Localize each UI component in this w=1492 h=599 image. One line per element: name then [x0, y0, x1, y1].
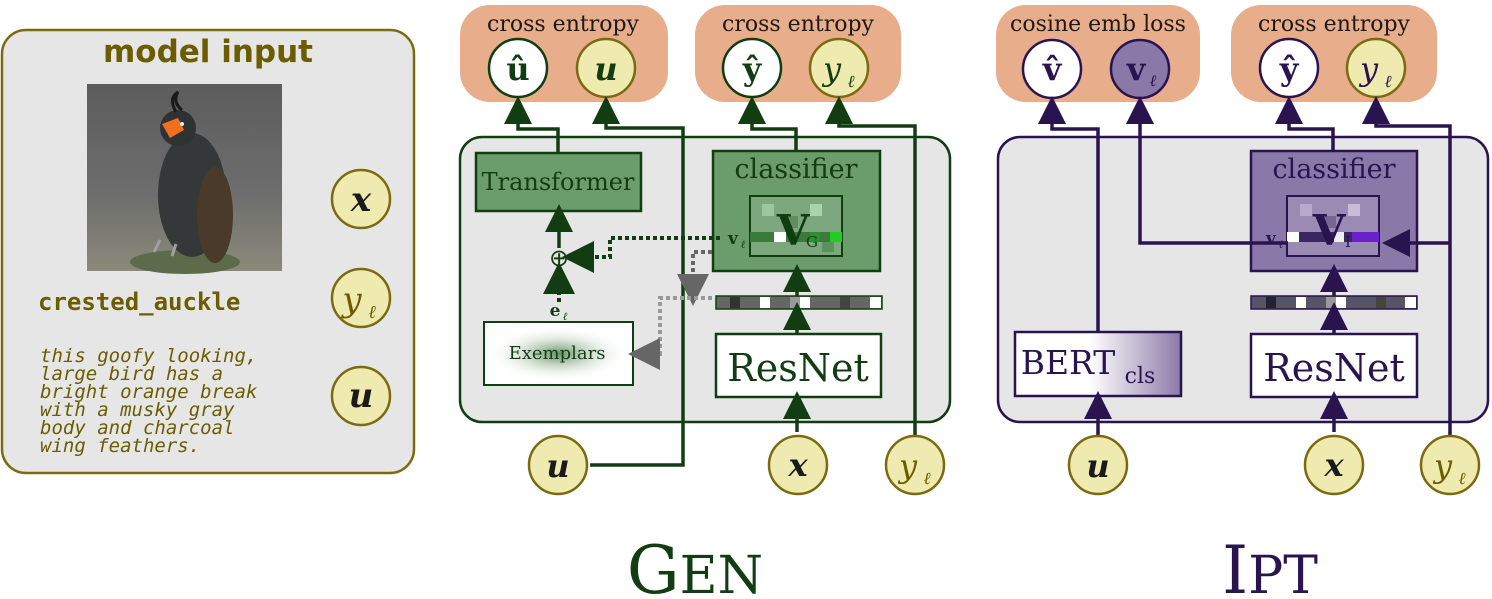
- input-symbol-x: x: [330, 168, 392, 230]
- svg-text:BERT: BERT: [1021, 343, 1116, 382]
- svg-text:ResNet: ResNet: [727, 346, 869, 390]
- svg-text:cross entropy: cross entropy: [722, 12, 875, 37]
- svg-text:classifier: classifier: [734, 154, 857, 185]
- svg-text:u: u: [349, 376, 374, 416]
- ipt-v-hat: v̂: [1042, 50, 1063, 88]
- gen-weight-matrix: V G v ℓ: [727, 195, 843, 257]
- svg-text:Transformer: Transformer: [482, 168, 635, 196]
- svg-text:cross entropy: cross entropy: [1258, 12, 1411, 37]
- svg-text:u: u: [546, 447, 569, 485]
- ipt-weight-matrix: V I v ℓ: [1265, 195, 1380, 257]
- svg-text:cls: cls: [1125, 364, 1156, 389]
- ipt-y-hat: ŷ: [1279, 50, 1300, 88]
- ipt-input-x: x: [1303, 434, 1365, 496]
- svg-text:u: u: [1086, 447, 1109, 485]
- description-line: wing feathers.: [40, 435, 200, 457]
- svg-text:ℓ: ℓ: [1150, 71, 1157, 90]
- svg-text:ℓ: ℓ: [1458, 469, 1465, 489]
- gen-u: u: [594, 50, 617, 88]
- gen-u-hat: û: [506, 50, 529, 88]
- ipt-y: y: [1358, 50, 1379, 88]
- svg-text:ResNet: ResNet: [1263, 346, 1405, 390]
- gen-arrows: [504, 96, 917, 467]
- gen-plus-icon: ⊕: [549, 244, 569, 272]
- ipt-v: v: [1126, 50, 1147, 88]
- gen-y-hat: ŷ: [742, 50, 763, 88]
- gen-title: GEN: [627, 532, 763, 599]
- svg-text:I: I: [1345, 233, 1351, 251]
- svg-text:y: y: [340, 280, 362, 320]
- svg-text:cross entropy: cross entropy: [487, 12, 640, 37]
- svg-text:ℓ: ℓ: [741, 238, 746, 251]
- gen-e-l: e: [550, 301, 561, 321]
- crested-auklet-photo-icon: [87, 84, 282, 274]
- svg-text:ℓ: ℓ: [847, 72, 854, 92]
- input-symbol-y: y ℓ: [330, 267, 392, 329]
- class-label-text: crested_auckle: [38, 288, 240, 316]
- gen-loss-left: cross entropy û u: [460, 5, 668, 102]
- gen-diagram: cross entropy û u cross entropy ŷ y ℓ Tr…: [458, 5, 952, 599]
- svg-text:y: y: [1432, 447, 1453, 485]
- gen-input-y: y ℓ: [884, 434, 946, 496]
- description-line: with a musky gray: [40, 399, 235, 421]
- gen-y: y: [821, 50, 842, 88]
- ipt-bert-box: BERT cls: [1013, 330, 1183, 398]
- ipt-loss-left: cosine emb loss v̂ v ℓ: [996, 5, 1200, 102]
- svg-text:x: x: [787, 446, 808, 484]
- gen-v-l: v: [727, 229, 739, 249]
- gen-resnet-box: ResNet: [714, 332, 883, 399]
- ipt-v-l: v: [1265, 229, 1277, 249]
- svg-text:classifier: classifier: [1272, 154, 1395, 185]
- ipt-input-y: y ℓ: [1419, 434, 1481, 496]
- ipt-classifier-box: classifier V I v ℓ: [1249, 149, 1419, 273]
- svg-text:y: y: [897, 447, 918, 485]
- ipt-input-u: u: [1067, 434, 1129, 496]
- gen-input-x: x: [767, 434, 829, 496]
- svg-text:x: x: [1323, 446, 1344, 484]
- model-input-panel: model input crested_auckle this goofy lo…: [0, 28, 416, 475]
- description-text: this goofy looking, large bird has a bri…: [40, 345, 258, 457]
- ipt-title: IPT: [1222, 532, 1318, 599]
- model-input-title: model input: [103, 34, 313, 70]
- ipt-feature-vector: [1250, 295, 1418, 310]
- ipt-V: V: [1312, 206, 1347, 255]
- gen-transformer-box: Transformer: [474, 151, 643, 213]
- description-line: body and charcoal: [40, 417, 234, 439]
- gen-exemplars-box: Exemplars: [483, 321, 634, 386]
- gen-V: V: [776, 206, 811, 255]
- svg-text:x: x: [350, 180, 372, 220]
- svg-text:G: G: [806, 233, 818, 251]
- gen-feature-vector: [715, 295, 883, 310]
- ipt-diagram: cosine emb loss v̂ v ℓ cross entropy ŷ y…: [996, 5, 1490, 599]
- description-line: this goofy looking,: [40, 345, 257, 367]
- gen-dotted-arrows: [543, 236, 720, 370]
- description-line: bright orange break: [40, 381, 258, 403]
- svg-text:ℓ: ℓ: [563, 310, 568, 323]
- svg-text:ℓ: ℓ: [368, 302, 376, 323]
- svg-text:ℓ: ℓ: [1384, 72, 1391, 92]
- svg-text:cosine emb loss: cosine emb loss: [1010, 12, 1186, 37]
- ipt-loss-right: cross entropy ŷ y ℓ: [1231, 5, 1437, 102]
- gen-input-u: u: [527, 434, 589, 496]
- gen-loss-right: cross entropy ŷ y ℓ: [695, 5, 901, 102]
- description-line: large bird has a: [40, 363, 223, 385]
- svg-text:Exemplars: Exemplars: [509, 343, 606, 364]
- input-symbol-u: u: [330, 365, 392, 427]
- svg-text:ℓ: ℓ: [923, 469, 930, 489]
- ipt-arrows: [1038, 96, 1452, 436]
- gen-classifier-box: classifier V G v ℓ: [711, 149, 882, 273]
- ipt-resnet-box: ResNet: [1249, 332, 1419, 399]
